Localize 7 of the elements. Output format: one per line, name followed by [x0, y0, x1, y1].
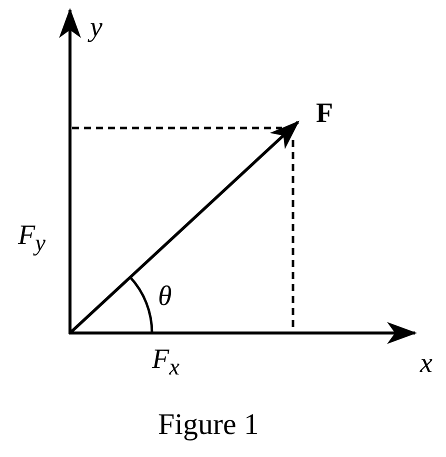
figure-caption: Figure 1: [158, 410, 259, 440]
angle-label: θ: [158, 283, 172, 311]
component-label: F$_{x}$: [152, 346, 180, 380]
component-label: F$_{y}$: [18, 222, 46, 256]
axis-label: y: [90, 14, 102, 42]
axis-label: x: [420, 350, 432, 378]
vector-label: F: [316, 100, 334, 128]
